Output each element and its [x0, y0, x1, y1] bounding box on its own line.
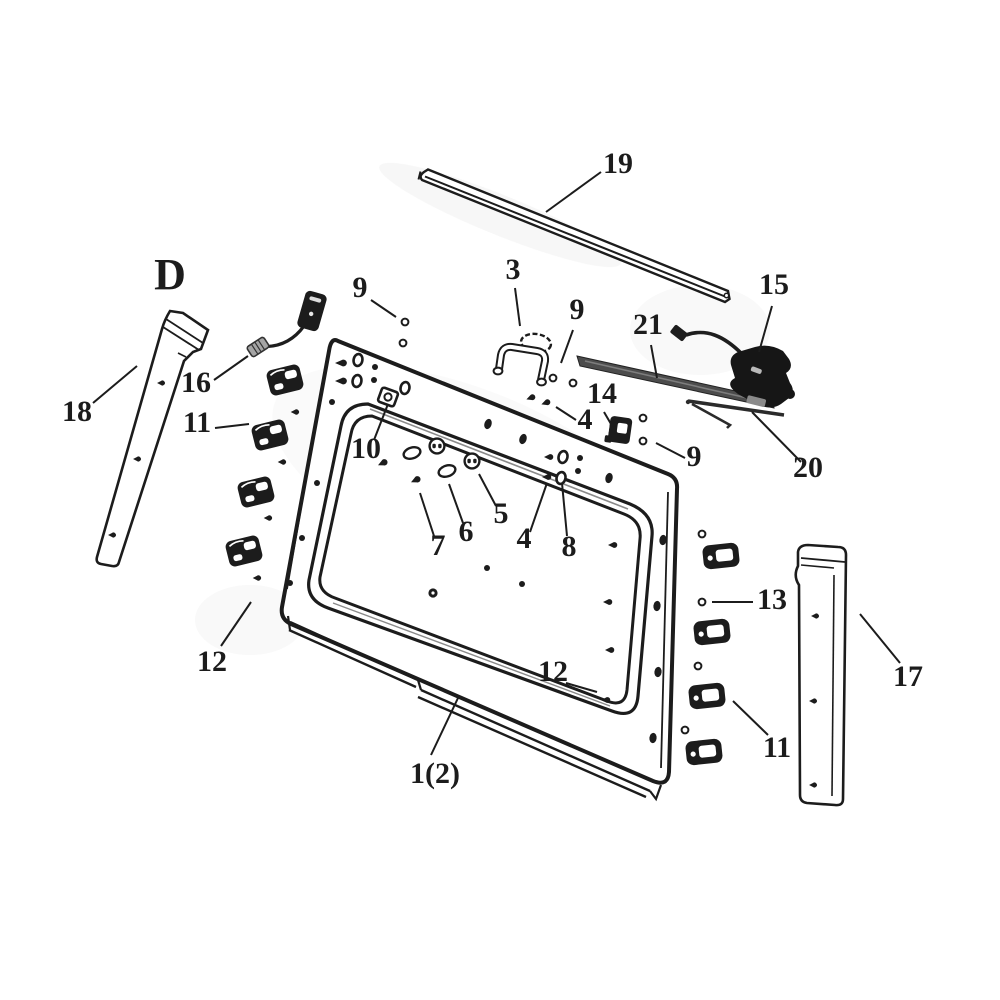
- leader-1: [430, 697, 459, 756]
- leader-16: [213, 355, 249, 381]
- leader-11b: [732, 700, 769, 736]
- part-16-sensor-cable: [246, 290, 327, 358]
- part-label-8: 8: [562, 530, 577, 563]
- leader-6: [448, 483, 464, 524]
- leader-21: [650, 344, 658, 379]
- part-3-handle-bracket: [492, 332, 578, 408]
- leader-9c: [655, 442, 686, 459]
- part-label-9c: 9: [687, 440, 702, 473]
- leader-5: [478, 473, 497, 507]
- part-label-4a: 4: [578, 403, 593, 436]
- leader-17: [859, 613, 901, 664]
- leader-18: [92, 365, 138, 404]
- leader-12b: [565, 682, 598, 693]
- section-letter: D: [154, 250, 186, 299]
- part-label-13: 13: [757, 583, 787, 616]
- leader-19: [545, 171, 602, 213]
- part-label-5: 5: [494, 497, 509, 530]
- part-label-6: 6: [459, 515, 474, 548]
- part-label-18: 18: [62, 395, 92, 428]
- leader-3: [514, 287, 521, 327]
- part-label-14: 14: [587, 377, 617, 410]
- leader-15: [758, 305, 773, 353]
- leader-12a: [220, 601, 252, 647]
- part-label-9a: 9: [353, 271, 368, 304]
- part-20-wiper-arm: [685, 399, 785, 429]
- part-17-right-pillar: [794, 543, 848, 807]
- part-14-latch-bracket: [604, 416, 633, 444]
- leader-9a: [370, 299, 397, 318]
- part-1-windshield-frame: [279, 338, 680, 802]
- part-label-15: 15: [759, 268, 789, 301]
- part-label-4b: 4: [517, 522, 532, 555]
- part-label-19: 19: [603, 147, 633, 180]
- part-label-1: 1(2): [410, 757, 460, 790]
- leader-10: [373, 403, 389, 441]
- part-label-20: 20: [793, 451, 823, 484]
- part-label-11a: 11: [183, 406, 211, 439]
- part-label-10: 10: [351, 432, 381, 465]
- part-label-7: 7: [431, 529, 446, 562]
- frame-bottom-flange: [286, 615, 663, 802]
- part-label-3: 3: [506, 253, 521, 286]
- leader-8: [561, 482, 568, 537]
- right-clip-column: [680, 529, 741, 766]
- leader-4a: [555, 406, 577, 421]
- part-label-12a: 12: [197, 645, 227, 678]
- part-label-9b: 9: [570, 293, 585, 326]
- leader-9b: [560, 329, 574, 364]
- part-label-11b: 11: [763, 731, 791, 764]
- leader-4b: [529, 482, 548, 533]
- part-18-left-pillar: [95, 309, 210, 568]
- part-19-trim-strip: [417, 168, 731, 304]
- part-label-12b: 12: [538, 655, 568, 688]
- leader-7: [419, 492, 435, 537]
- leader-lines: [92, 171, 901, 756]
- part-label-16: 16: [181, 366, 211, 399]
- leader-20: [751, 411, 802, 463]
- leader-14: [603, 411, 612, 425]
- leader-11a: [214, 423, 250, 429]
- part-21-wiper-blade: [576, 355, 775, 409]
- part-label-17: 17: [893, 660, 923, 693]
- wiper-assembly: [576, 324, 795, 429]
- part-15-wiper-motor: [670, 324, 795, 408]
- part-labels: D 19 3 9 9 15 21 16 18 11 14 4 10 9 20 7…: [62, 147, 923, 790]
- part-10-retainer-clip: [376, 386, 400, 408]
- part-label-21: 21: [633, 308, 663, 341]
